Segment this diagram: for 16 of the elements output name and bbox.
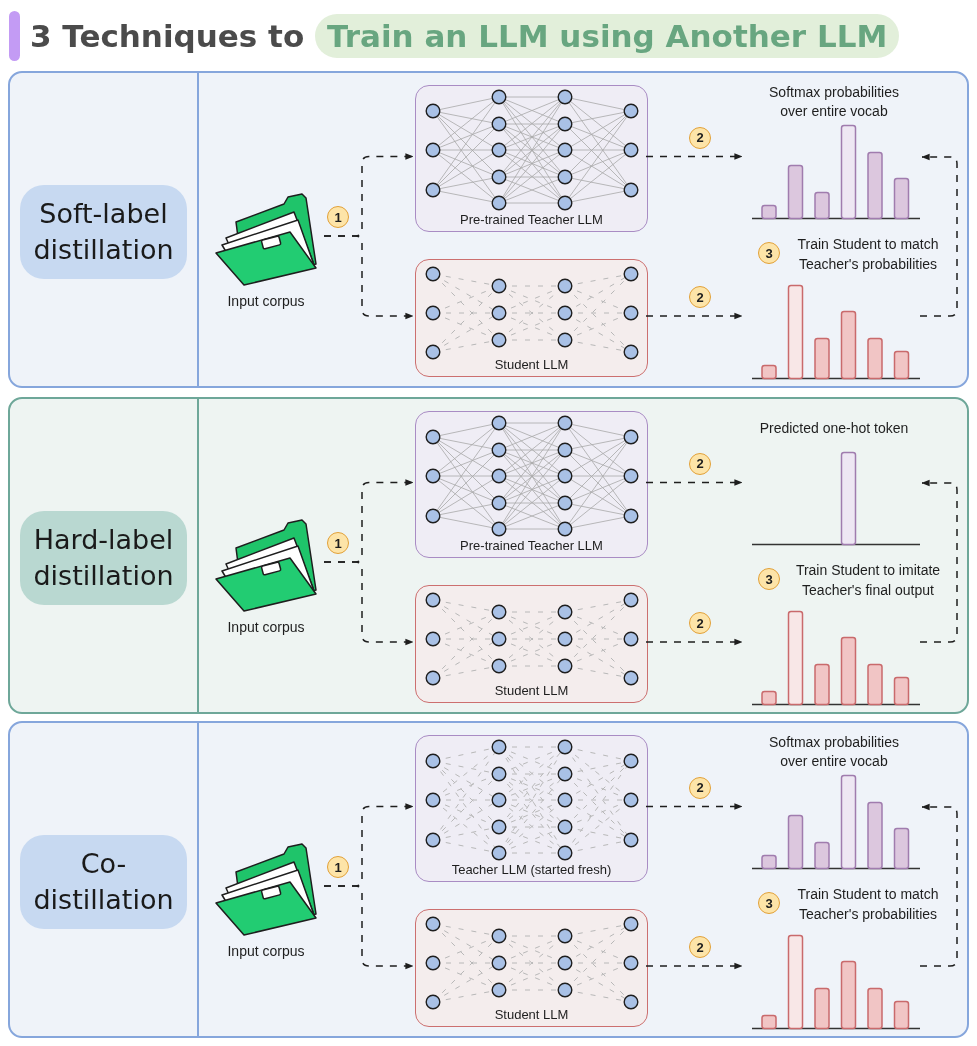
chart-heading: Predicted one-hot token xyxy=(759,418,909,438)
model-name: Student LLM xyxy=(494,1006,569,1023)
model-name: Pre-trained Teacher LLM xyxy=(460,537,603,554)
corpus-label: Input corpus xyxy=(226,292,306,311)
edge-label: Train Student to match Teacher's probabilities xyxy=(796,235,940,274)
corpus-label: Input corpus xyxy=(226,942,306,961)
edge-label: Train Student to imitate Teacher's final output xyxy=(794,561,942,600)
model-name: Teacher LLM (started fresh) xyxy=(451,861,612,878)
model-name: Student LLM xyxy=(494,682,569,699)
model-name: Pre-trained Teacher LLM xyxy=(460,211,603,228)
chart-heading: Softmax probabilities over entire vocab xyxy=(768,733,900,771)
title: 3 Techniques to Train an LLM using Another LLM xyxy=(30,14,900,58)
model-name: Student LLM xyxy=(494,356,569,373)
chart-heading: Softmax probabilities over entire vocab xyxy=(768,83,900,121)
edge-label: Train Student to match Teacher's probabilities xyxy=(796,885,940,924)
corpus-label: Input corpus xyxy=(226,618,306,637)
